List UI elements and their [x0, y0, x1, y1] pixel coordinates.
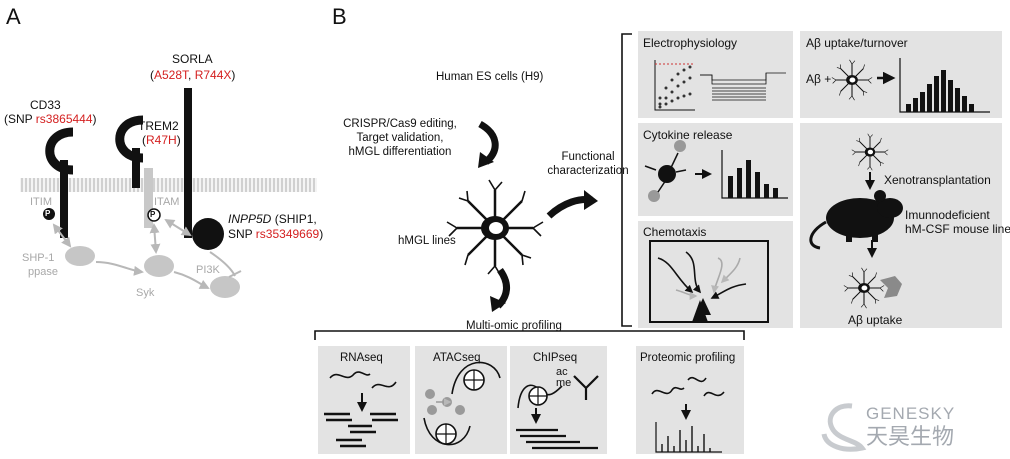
abeta-plus-label: Aβ +	[806, 72, 832, 86]
abeta-turnover-title: Aβ uptake/turnover	[806, 36, 908, 50]
mouse-icon	[809, 190, 903, 250]
chipseq-title: ChIPseq	[533, 352, 578, 364]
cd33-receptor	[45, 127, 74, 238]
shp1-node	[65, 246, 95, 266]
watermark-cn: 天昊生物	[866, 424, 955, 449]
inpp5d-snp-id: rs35349669	[255, 227, 320, 241]
trem2-variant: (R47H)	[142, 133, 181, 147]
chip-mark-me: me	[556, 377, 572, 389]
ppase-label: ppase	[28, 266, 58, 278]
functional-line-1: Functional	[561, 151, 615, 163]
itam-p-label: P	[150, 210, 156, 219]
crispr-line-2: Target validation,	[356, 132, 444, 144]
itam-label: ITAM	[154, 196, 180, 208]
chip-mark-ac: ac	[556, 366, 568, 378]
hmgl-lines-label: hMGL lines	[398, 235, 456, 247]
itim-p-label: P	[45, 209, 51, 218]
genesky-logo	[821, 403, 867, 452]
syk-label: Syk	[136, 287, 155, 299]
shp1-label: SHP-1	[22, 252, 55, 264]
multiomic-label: Multi-omic profiling	[466, 320, 562, 332]
abeta-uptake-label: Aβ uptake	[848, 313, 903, 327]
trem2-receptor	[115, 115, 153, 228]
xeno-label: Xenotransplantation	[884, 173, 991, 187]
cd33-label: CD33	[30, 98, 61, 112]
crispr-line-3: hMGL differentiation	[348, 146, 452, 158]
ship1-node	[192, 218, 224, 250]
chipseq-graphic	[516, 375, 599, 450]
omics-bracket	[314, 330, 745, 340]
cd33-snp: (SNP rs3865444)	[4, 112, 97, 126]
syk-node	[144, 255, 174, 277]
chemotaxis-title: Chemotaxis	[643, 225, 707, 239]
chemotaxis-graphic	[649, 240, 769, 323]
sorla-receptor	[184, 88, 192, 238]
itim-phosphate	[43, 208, 55, 220]
cytokine-graphic	[644, 140, 788, 202]
inpp5d-snp: SNP rs35349669)	[228, 227, 324, 241]
cd33-snp-id: rs3865444	[35, 112, 93, 126]
signaling-arrows	[52, 218, 242, 289]
sorla-label: SORLA	[172, 52, 213, 66]
cytokine-title: Cytokine release	[643, 128, 733, 142]
mouse-line-1: Imunnodeficient	[905, 208, 990, 222]
electrophysiology-plot	[654, 60, 786, 111]
membrane	[20, 178, 317, 192]
sorla-variant-a528t: A528T	[154, 68, 189, 82]
proteomic-graphic	[651, 376, 725, 453]
mouse-line-2: hM-CSF mouse line	[905, 222, 1010, 236]
functional-bracket	[621, 33, 632, 327]
rnaseq-title: RNAseq	[340, 352, 383, 364]
functional-line-2: characterization	[547, 165, 629, 177]
itim-label: ITIM	[30, 196, 52, 208]
panel-a-letter: A	[6, 4, 21, 29]
itam-phosphate	[147, 208, 161, 222]
xeno-graphic	[809, 133, 903, 309]
rnaseq-graphic	[324, 371, 398, 448]
atacseq-graphic	[423, 361, 501, 446]
trem2-variant-r47h: R47H	[146, 133, 177, 147]
abeta-turnover-graphic	[831, 58, 990, 113]
human-es-label: Human ES cells (H9)	[436, 71, 544, 83]
hmgl-cell	[445, 178, 545, 278]
atacseq-title: ATACseq	[433, 352, 481, 364]
sorla-variants: (A528T, R744X)	[150, 68, 236, 82]
proteomic-title: Proteomic profiling	[640, 352, 736, 364]
watermark-latin: GENESKY	[866, 404, 956, 423]
trem2-label: TREM2	[138, 119, 179, 133]
inpp5d-label: INPP5D (SHIP1,	[228, 212, 317, 226]
sorla-variant-r744x: R744X	[194, 68, 232, 82]
workflow-arrows	[478, 120, 598, 312]
panel-b-letter: B	[332, 4, 347, 29]
pi3k-node	[210, 276, 240, 298]
pi3k-label: PI3K	[196, 264, 220, 276]
electrophysiology-title: Electrophysiology	[643, 36, 738, 50]
crispr-line-1: CRISPR/Cas9 editing,	[343, 118, 457, 130]
